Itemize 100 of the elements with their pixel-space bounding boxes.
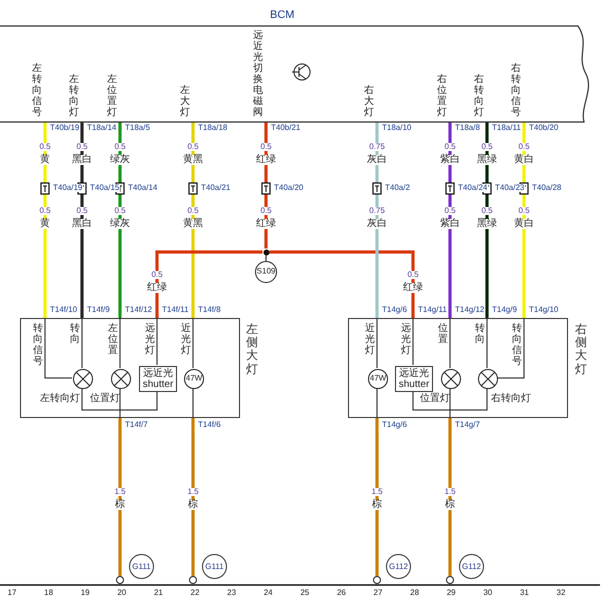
pin-name: 左转向信号	[32, 63, 42, 118]
wire-color: 红绿	[255, 155, 277, 165]
internal-wire	[82, 388, 158, 410]
pin-label: T14f/7	[124, 421, 149, 429]
wire	[485, 122, 489, 318]
column-number: 28	[409, 589, 420, 597]
column-number: 18	[43, 589, 54, 597]
column-number: 31	[518, 589, 530, 597]
pin-label: T40b/21	[270, 124, 302, 132]
wire-color: 黑白	[71, 155, 93, 165]
internal-wire	[412, 318, 414, 366]
wire-color: 棕	[114, 500, 126, 510]
wire-gauge: 0.5	[259, 207, 273, 215]
pin-label: T14g/10	[528, 306, 560, 314]
ground-terminal	[373, 576, 381, 584]
pin-label: T40b/20	[528, 124, 560, 132]
internal-wire	[44, 318, 72, 378]
pin-name: 位置	[438, 323, 448, 345]
wire-gauge: 0.5	[186, 143, 200, 151]
pin-name: 左大灯	[180, 85, 190, 118]
connector-label: T40a/24	[457, 184, 488, 192]
wire-color: 灰白	[366, 219, 388, 229]
pin-name: 近光灯	[365, 323, 375, 356]
connector-label: T40a/20	[273, 184, 304, 192]
column-number: 27	[372, 589, 384, 597]
shutter-label: 远近光 shutter	[398, 368, 430, 390]
wire-gauge: 0.5	[259, 143, 273, 151]
column-number: 24	[262, 589, 274, 597]
ground-label: G111	[129, 554, 154, 579]
wire-color: 绿灰	[109, 155, 131, 165]
connector-label: T40a/21	[200, 184, 232, 192]
internal-wire	[496, 318, 524, 378]
ground-label: G112	[386, 554, 411, 579]
wire-gauge: 0.5	[443, 143, 457, 151]
column-number: 25	[299, 589, 310, 597]
wire-gauge: 1.5	[186, 488, 200, 496]
pin-name: 左转向灯	[69, 74, 79, 118]
internal-wire	[192, 388, 194, 418]
wire-color: 黄黑	[182, 219, 204, 229]
bulb-symbol	[184, 369, 204, 389]
wire-color: 棕	[187, 500, 199, 510]
wire	[375, 122, 379, 318]
internal-wire	[376, 318, 378, 368]
wire-color: 紫白	[439, 155, 461, 165]
ground-terminal	[116, 576, 124, 584]
wire-gauge: 0.75	[368, 143, 386, 151]
lamp-label: 左转向灯	[40, 393, 80, 404]
wire-gauge: 0.5	[75, 143, 89, 151]
column-number: 19	[80, 589, 91, 597]
wire	[375, 418, 379, 576]
wire-gauge: 0.5	[75, 207, 89, 215]
column-number: 30	[482, 589, 494, 597]
pin-label: T18a/18	[197, 124, 228, 132]
pin-label: T18a/8	[454, 124, 481, 132]
wire-color: 红绿	[402, 283, 424, 293]
column-number: 17	[6, 589, 18, 597]
wire-gauge: 0.5	[406, 271, 420, 279]
wire-gauge: 0.5	[150, 271, 164, 279]
wire	[43, 122, 47, 318]
pin-label: T14f/8	[197, 306, 222, 314]
column-number: 26	[336, 589, 347, 597]
wire	[522, 122, 526, 318]
wire-gauge: 0.5	[443, 207, 457, 215]
wire-gauge: 0.75	[368, 207, 386, 215]
wire	[118, 122, 122, 318]
pin-label: T18a/14	[86, 124, 118, 132]
pin-name: 右位置灯	[437, 74, 447, 118]
wire-gauge: 0.5	[38, 143, 52, 151]
pin-name: 右转向灯	[474, 74, 484, 118]
connector-label: T40a/15	[89, 184, 120, 192]
pin-name: 远近光切换电磁阀	[253, 30, 263, 118]
wire-color: 黄黑	[182, 155, 204, 165]
connector-label: T40a/28	[531, 184, 562, 192]
wire	[448, 122, 452, 318]
wire-color: 黑白	[71, 219, 93, 229]
symbol-label: S109	[256, 268, 276, 276]
internal-wire	[412, 388, 488, 410]
connector-label: T40a/2	[384, 184, 411, 192]
pin-label: T18a/11	[491, 124, 522, 132]
ground-label: G112	[459, 554, 484, 579]
pin-name: 左位置	[108, 323, 118, 356]
column-number: 29	[446, 589, 457, 597]
headlamp-label: 右侧大灯	[575, 323, 587, 376]
wire-color: 黄	[39, 155, 51, 165]
wire-gauge: 0.5	[480, 207, 494, 215]
pin-name: 转向	[70, 323, 80, 345]
wire-gauge: 0.5	[113, 143, 127, 151]
internal-wire	[156, 318, 158, 366]
wire-gauge: 0.5	[517, 143, 531, 151]
wire	[80, 122, 84, 318]
symbol-label: 47W	[368, 374, 388, 384]
lamp-label: 位置灯	[419, 393, 450, 404]
wire-color: 黄白	[513, 219, 535, 229]
ground-terminal	[189, 576, 197, 584]
wire-gauge: 1.5	[113, 488, 127, 496]
wire-color: 绿灰	[109, 219, 131, 229]
lamp-label: 位置灯	[89, 393, 120, 404]
wire-gauge: 0.5	[480, 143, 494, 151]
wire-gauge: 0.5	[186, 207, 200, 215]
wire	[191, 122, 195, 318]
